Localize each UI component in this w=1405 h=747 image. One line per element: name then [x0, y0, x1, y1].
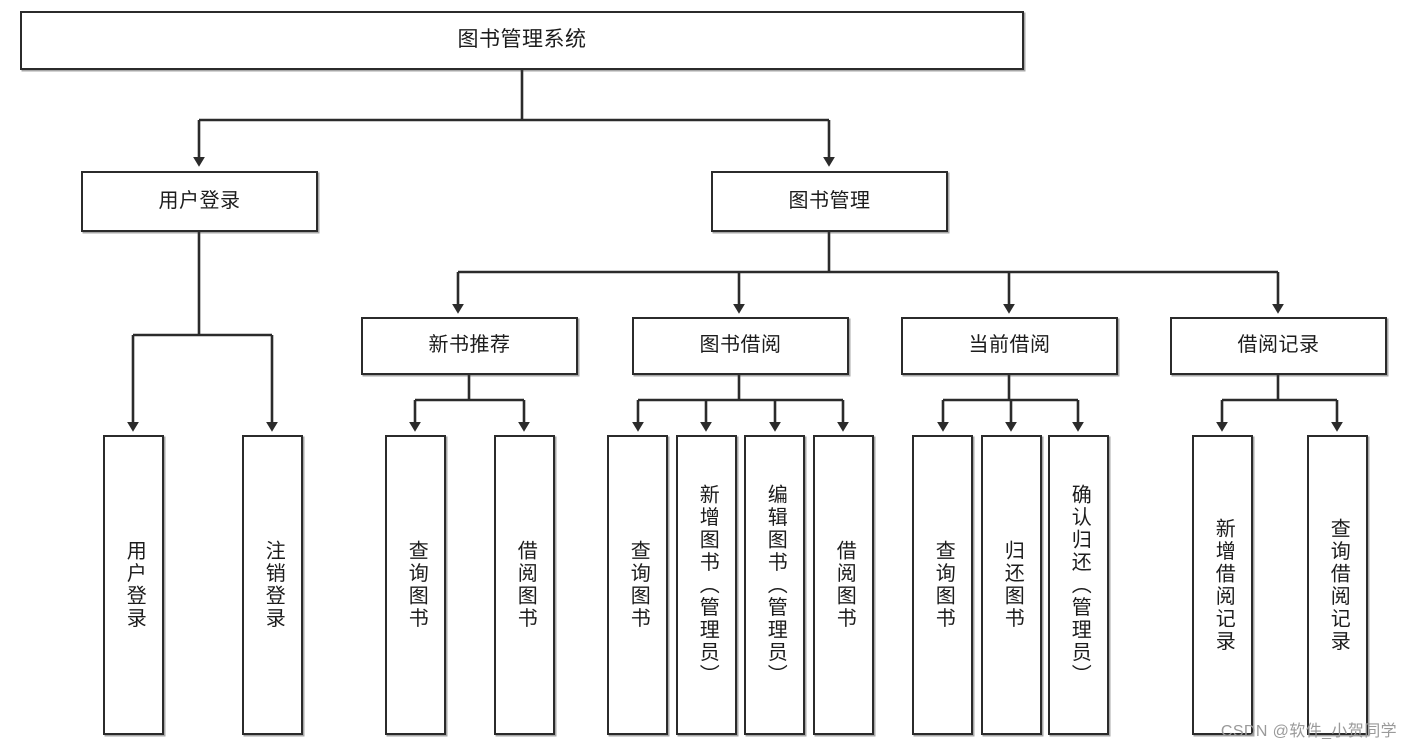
node-borrow-record[interactable]: 借阅记录	[1170, 317, 1387, 375]
node-leaf-query-book-1[interactable]: 查询图书	[385, 435, 446, 735]
node-label: 查询借阅记录	[1327, 517, 1350, 653]
node-leaf-add-borrow-record[interactable]: 新增借阅记录	[1192, 435, 1253, 735]
node-label: 新增借阅记录	[1212, 517, 1235, 653]
node-label: 图书借阅	[699, 334, 782, 357]
node-current-borrow[interactable]: 当前借阅	[901, 317, 1118, 375]
node-root-system[interactable]: 图书管理系统	[20, 11, 1024, 70]
node-label: 图书管理系统	[457, 28, 587, 52]
node-leaf-return-book[interactable]: 归还图书	[981, 435, 1042, 735]
node-label: 编辑图书（管理员）	[764, 483, 787, 687]
node-label: 用户登录	[158, 189, 241, 212]
node-leaf-confirm-return[interactable]: 确认归还（管理员）	[1048, 435, 1109, 735]
node-leaf-add-book[interactable]: 新增图书（管理员）	[676, 435, 737, 735]
node-label: 图书管理	[788, 189, 871, 212]
node-user-login[interactable]: 用户登录	[81, 171, 318, 232]
node-leaf-edit-book[interactable]: 编辑图书（管理员）	[744, 435, 805, 735]
node-label: 注销登录	[262, 540, 285, 630]
node-label: 确认归还（管理员）	[1068, 483, 1091, 687]
node-label: 归还图书	[1001, 540, 1024, 630]
node-leaf-query-book-3[interactable]: 查询图书	[912, 435, 973, 735]
node-leaf-query-book-2[interactable]: 查询图书	[607, 435, 668, 735]
node-leaf-borrow-book-1[interactable]: 借阅图书	[494, 435, 555, 735]
node-leaf-logout[interactable]: 注销登录	[242, 435, 303, 735]
node-label: 新增图书（管理员）	[696, 483, 719, 687]
node-book-borrow[interactable]: 图书借阅	[632, 317, 849, 375]
node-label: 借阅图书	[833, 540, 856, 630]
node-label: 查询图书	[627, 540, 650, 630]
node-leaf-borrow-book-2[interactable]: 借阅图书	[813, 435, 874, 735]
node-new-book-recommend[interactable]: 新书推荐	[361, 317, 578, 375]
node-label: 用户登录	[123, 540, 146, 630]
node-label: 查询图书	[932, 540, 955, 630]
node-leaf-user-login[interactable]: 用户登录	[103, 435, 164, 735]
node-label: 借阅图书	[514, 540, 537, 630]
node-label: 借阅记录	[1237, 334, 1320, 357]
node-leaf-query-borrow-record[interactable]: 查询借阅记录	[1307, 435, 1368, 735]
node-label: 新书推荐	[428, 334, 511, 357]
node-label: 查询图书	[405, 540, 428, 630]
node-label: 当前借阅	[968, 334, 1051, 357]
watermark-text: CSDN @软件_小贺同学	[1220, 723, 1397, 740]
node-book-management[interactable]: 图书管理	[711, 171, 948, 232]
